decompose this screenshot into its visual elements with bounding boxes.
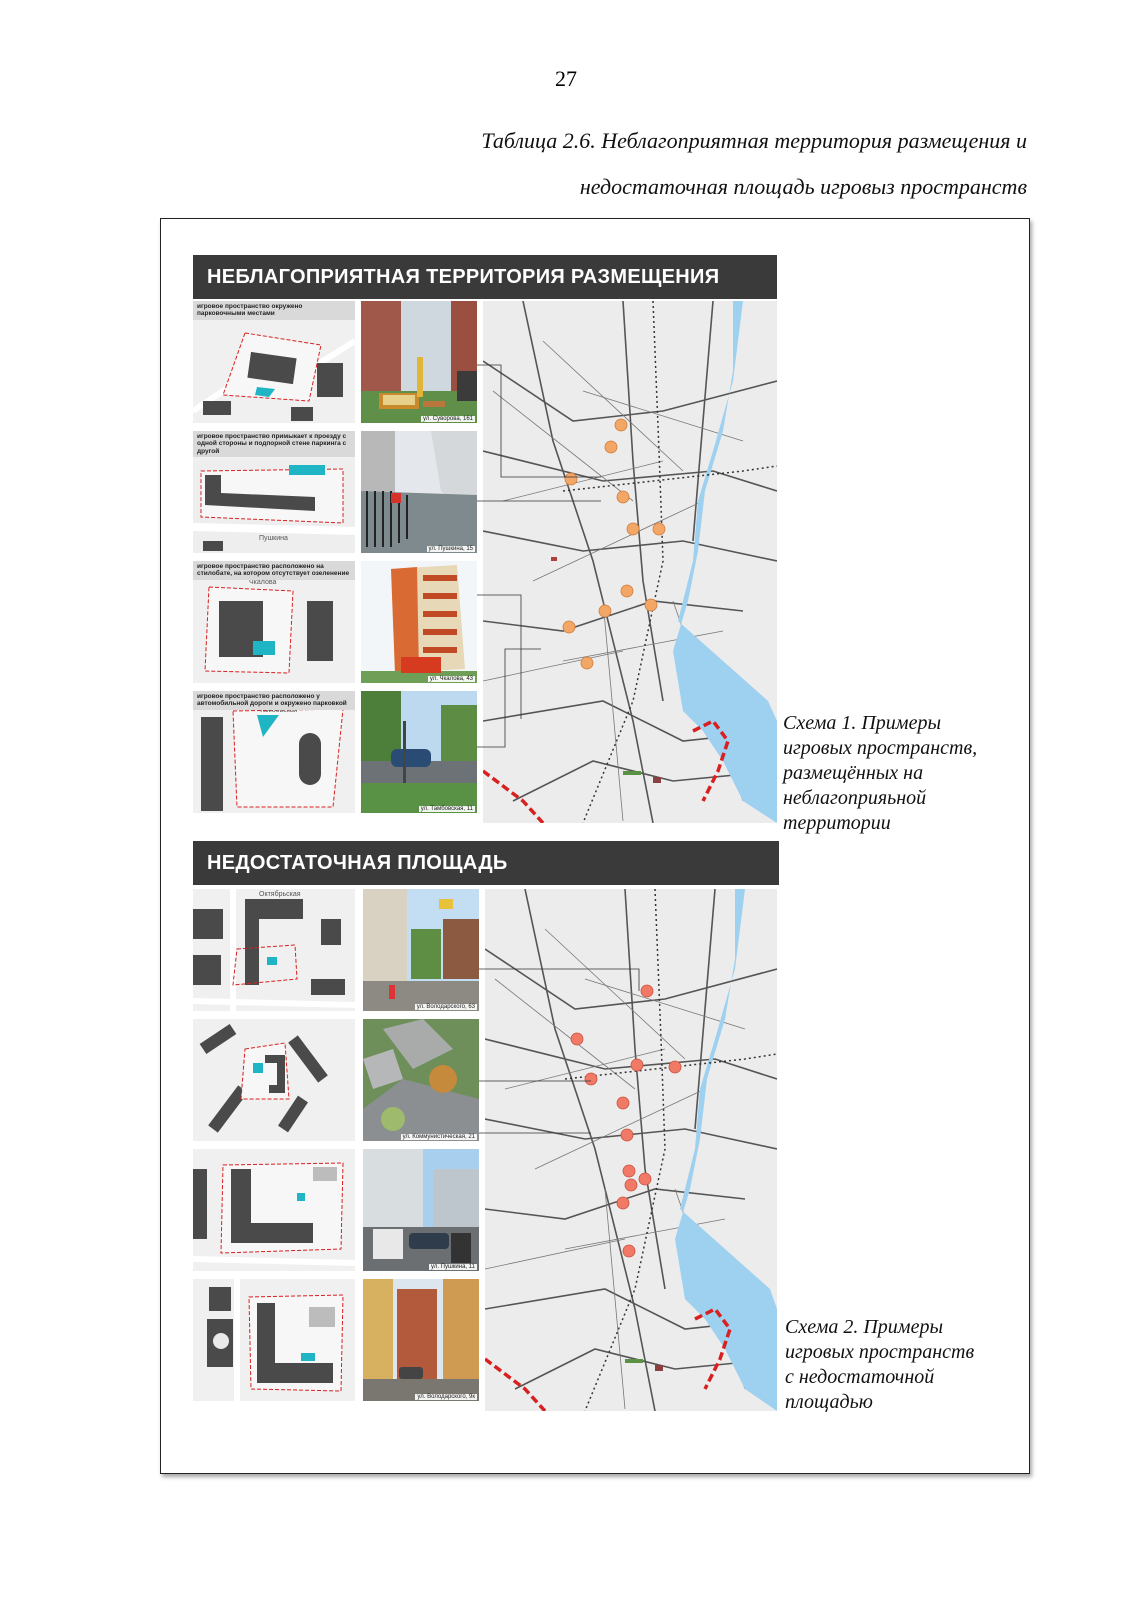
scheme-1-line: неблагоприяьной	[783, 787, 927, 809]
scheme-2-line: игровых пространств	[785, 1341, 975, 1363]
scheme-2-line: площадью	[785, 1391, 873, 1413]
scheme-2-line: с недостаточной	[785, 1366, 935, 1388]
photo-playground-7: ул. Пушкина, 11	[363, 1149, 479, 1271]
photo-caption: ул. Пушкина, 11	[428, 1264, 477, 1270]
table-caption-line-1: Таблица 2.6. Неблагоприятная территория …	[481, 128, 1027, 153]
site-plan-7	[193, 1149, 355, 1271]
photo-caption: ул. Володарского, 9к	[415, 1394, 477, 1400]
connector-lines-1	[477, 364, 601, 748]
photo-caption: ул. Чкалова, 43	[427, 676, 475, 682]
photo-caption: ул. Суворова, 161	[421, 416, 475, 422]
photo-playground-1: ул. Суворова, 161	[361, 301, 477, 423]
photo-playground-3: ул. Чкалова, 43	[361, 561, 477, 683]
scheme-1-line: игровых пространств,	[783, 737, 978, 759]
city-map-2	[485, 889, 777, 1411]
section1-title: НЕБЛАГОПРИЯТНАЯ ТЕРРИТОРИЯ РАЗМЕЩЕНИЯ	[193, 255, 777, 299]
photo-caption: ул. Володарского, 63	[414, 1004, 477, 1010]
city-map-1	[483, 301, 777, 823]
photo-playground-2: ул. Пушкина, 15	[361, 431, 477, 553]
street-label: Чкалова	[249, 579, 277, 586]
site-plan-2: Пушкина игровое пространство примыкает к…	[193, 431, 355, 553]
photo-caption: ул. Коммунистическая, 21	[400, 1134, 477, 1140]
scheme-1-line: Схема 1. Примеры	[783, 712, 941, 734]
photo-caption: ул. Тамбовская, 11	[418, 806, 475, 812]
scheme-1-line: размещённых на	[783, 762, 924, 784]
street-label: Октябрьская	[259, 891, 301, 898]
page-number: 27	[555, 66, 577, 91]
site-plan-3: Чкалова игровое пространство расположено…	[193, 561, 355, 683]
photo-playground-8: ул. Володарского, 9к	[363, 1279, 479, 1401]
photo-playground-6: ул. Коммунистическая, 21	[363, 1019, 479, 1141]
scheme-2-caption: Схема 2. Примеры игровых пространств с н…	[785, 1315, 974, 1415]
panel-note: игровое пространство окружено парковочны…	[193, 301, 355, 320]
site-plan-4: Тамбовская игровое пространство располож…	[193, 691, 355, 813]
figure-frame: НЕБЛАГОПРИЯТНАЯ ТЕРРИТОРИЯ РАЗМЕЩЕНИЯ иг…	[160, 218, 1030, 1474]
panel-note: игровое пространство расположено у автом…	[193, 691, 355, 710]
panel-note: игровое пространство расположено на стил…	[193, 561, 355, 580]
scheme-2-line: Схема 2. Примеры	[785, 1316, 943, 1338]
photo-caption: ул. Пушкина, 15	[426, 546, 475, 552]
site-plan-1: игровое пространство окружено парковочны…	[193, 301, 355, 423]
scheme-1-caption: Схема 1. Примеры игровых пространств, ра…	[783, 711, 977, 836]
section2-title: НЕДОСТАТОЧНАЯ ПЛОЩАДЬ	[193, 841, 779, 885]
street-label: Тамбовская	[259, 707, 298, 714]
photo-playground-5: ул. Володарского, 63	[363, 889, 479, 1011]
panel-note: игровое пространство примыкает к проезду…	[193, 431, 355, 458]
connector-lines-2	[479, 968, 640, 1134]
street-label: Пушкина	[259, 535, 288, 542]
scheme-1-line: территории	[783, 812, 891, 834]
photo-playground-4: ул. Тамбовская, 11	[361, 691, 477, 813]
site-plan-6	[193, 1019, 355, 1141]
site-plan-8	[193, 1279, 355, 1401]
table-caption-line-2: недостаточная площадь игровыз пространст…	[579, 174, 1027, 199]
site-plan-5: Октябрьская	[193, 889, 355, 1011]
